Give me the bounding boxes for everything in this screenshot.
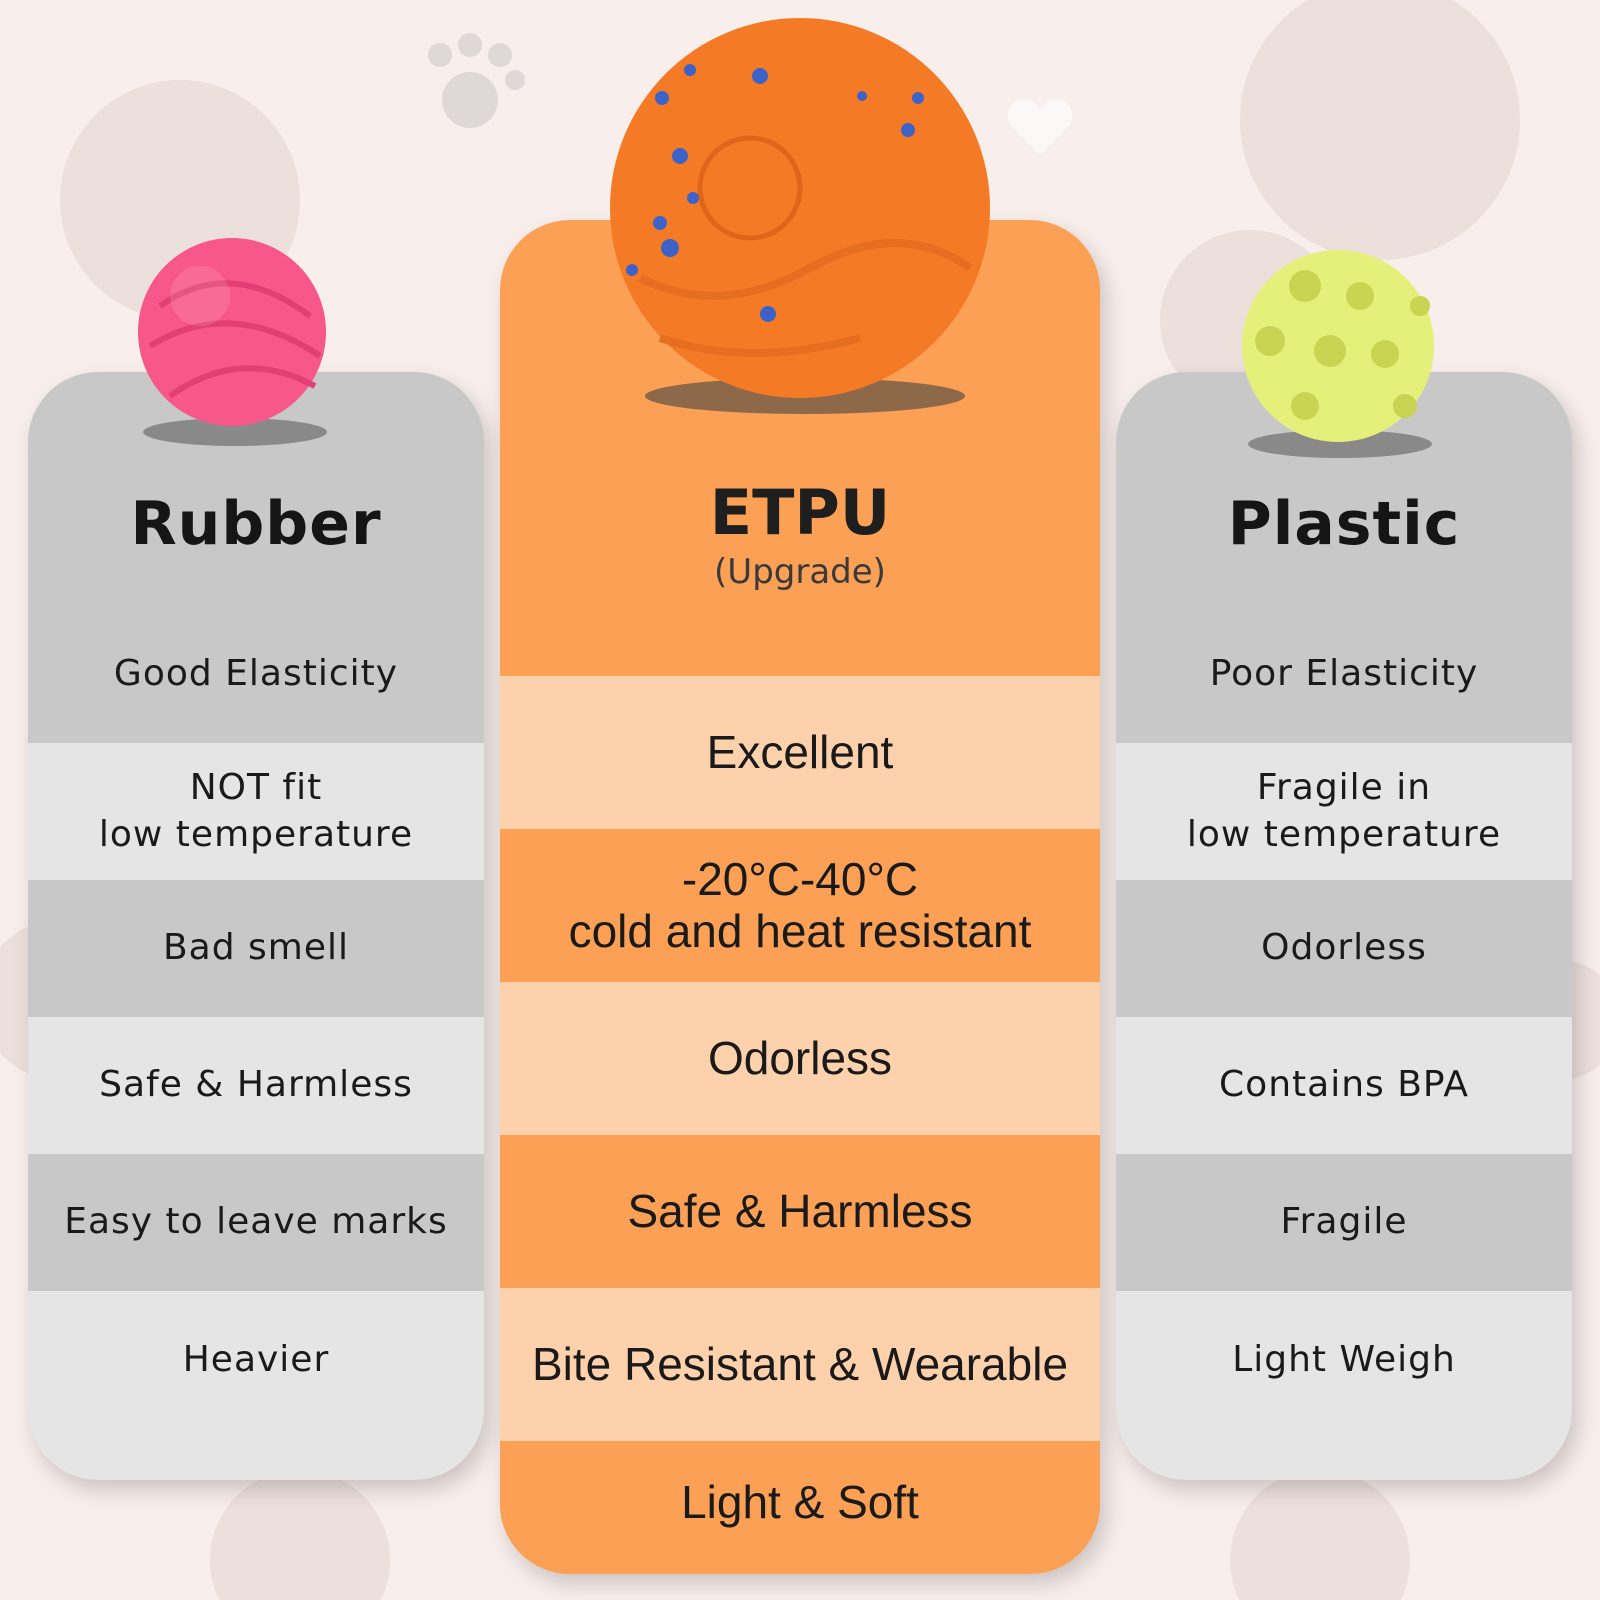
etpu-ball-image [610,18,990,414]
rubber-column: Rubber Good Elasticity NOT fit low tempe… [28,372,484,1480]
rubber-header: Rubber [28,372,484,606]
rubber-row-weight: Heavier [28,1291,484,1480]
rubber-row-temperature: NOT fit low temperature [28,743,484,880]
plastic-row-fragility: Fragile [1116,1154,1572,1291]
etpu-column: ETPU (Upgrade) Excellent -20°C-40°C cold… [500,220,1100,1574]
plastic-row-elasticity: Poor Elasticity [1116,606,1572,743]
etpu-subtitle: (Upgrade) [714,552,886,592]
etpu-row-weight: Light & Soft [500,1441,1100,1574]
etpu-header: ETPU (Upgrade) [500,220,1100,676]
rubber-row-elasticity: Good Elasticity [28,606,484,743]
etpu-row-durability: Bite Resistant & Wearable [500,1288,1100,1441]
etpu-row-elasticity: Excellent [500,676,1100,829]
rubber-title: Rubber [130,489,382,559]
plastic-row-weight: Light Weigh [1116,1291,1572,1480]
rubber-ball-image [138,238,327,446]
rubber-row-smell: Bad smell [28,880,484,1017]
plastic-title: Plastic [1227,489,1461,559]
plastic-row-smell: Odorless [1116,880,1572,1017]
plastic-row-temperature: Fragile in low temperature [1116,743,1572,880]
paw-print-icon [428,33,525,128]
plastic-row-bpa: Contains BPA [1116,1017,1572,1154]
etpu-row-safety: Safe & Harmless [500,1135,1100,1288]
etpu-title: ETPU [709,476,891,549]
plastic-column: Plastic Poor Elasticity Fragile in low t… [1116,372,1572,1480]
plastic-ball-image [1242,250,1434,458]
plastic-header: Plastic [1116,372,1572,606]
etpu-row-smell: Odorless [500,982,1100,1135]
rubber-row-marks: Easy to leave marks [28,1154,484,1291]
rubber-row-safety: Safe & Harmless [28,1017,484,1154]
etpu-row-temperature: -20°C-40°C cold and heat resistant [500,829,1100,982]
